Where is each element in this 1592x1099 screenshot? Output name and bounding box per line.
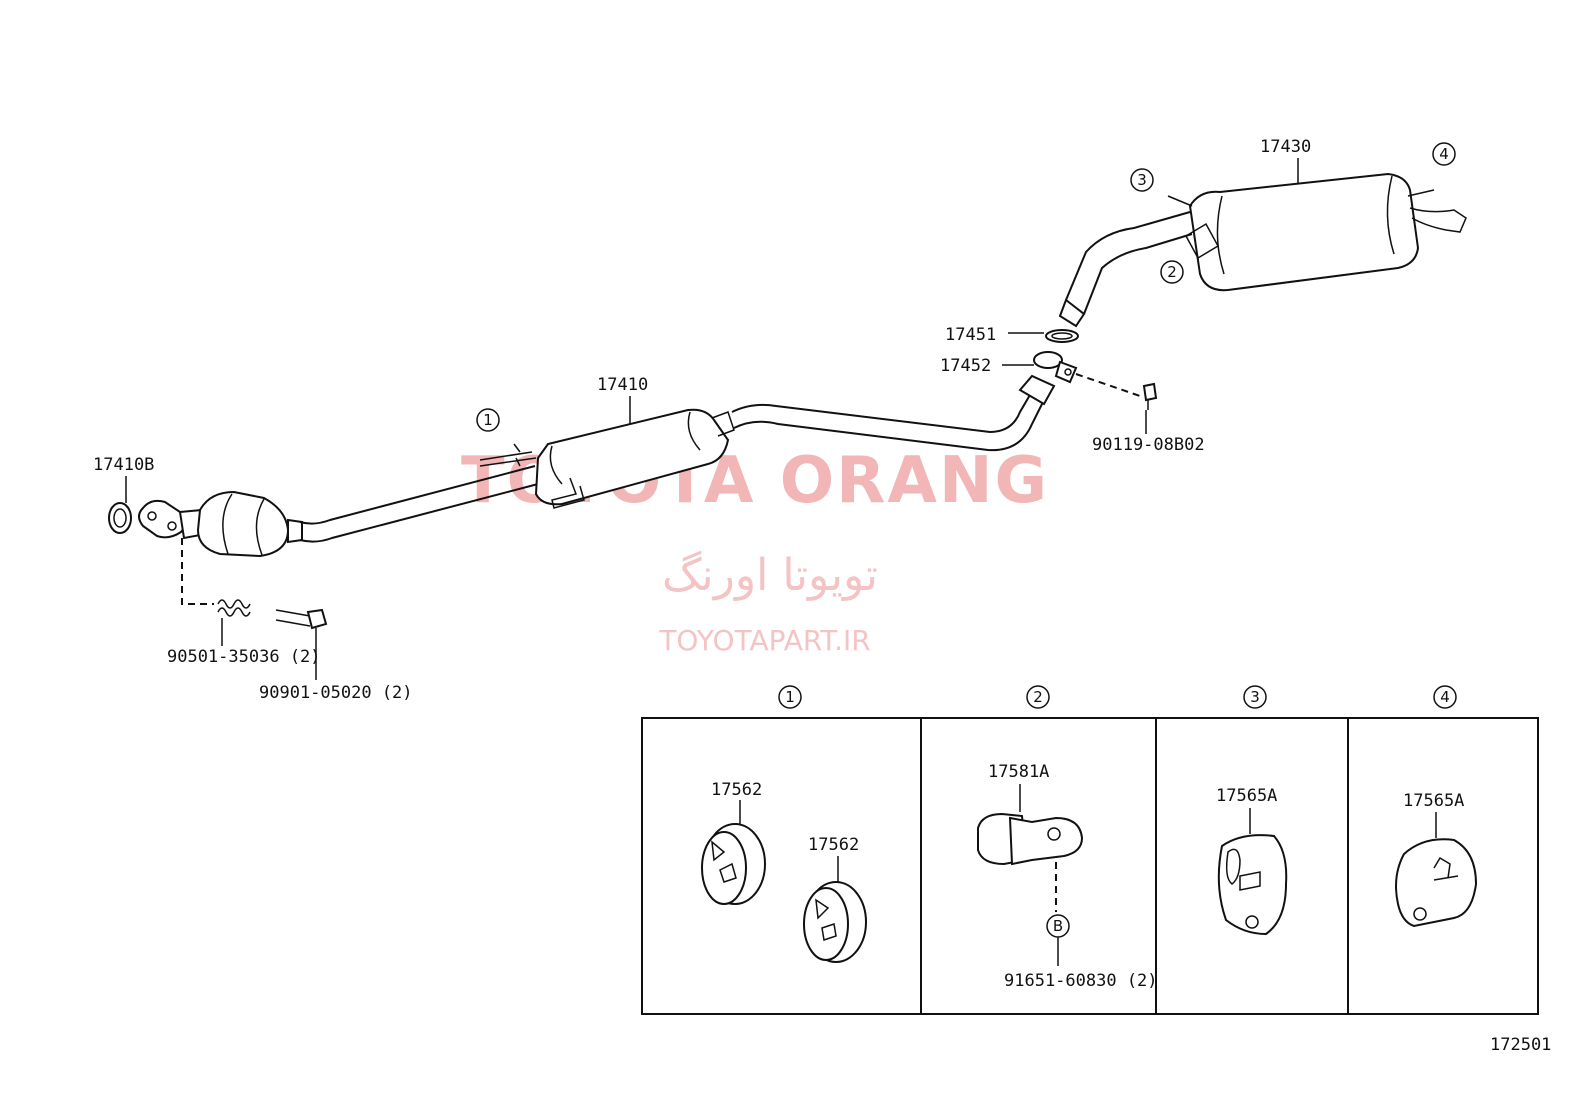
detail-1-label-a: 17562 bbox=[711, 780, 762, 800]
front-gasket-drawing bbox=[108, 476, 132, 534]
hanger-rubber-a-drawing bbox=[701, 823, 766, 905]
catalytic-converter-drawing bbox=[138, 490, 303, 558]
clamp-drawing bbox=[1033, 329, 1079, 384]
label-17452: 17452 bbox=[940, 356, 991, 376]
svg-text:4: 4 bbox=[1439, 145, 1449, 163]
front-bolt-drawing bbox=[275, 608, 328, 630]
center-muffler-drawing bbox=[534, 408, 735, 509]
detail-callout-3: 3 bbox=[1243, 685, 1267, 709]
label-17451: 17451 bbox=[945, 325, 996, 345]
detail-1-label-b: 17562 bbox=[808, 835, 859, 855]
callout-1-main: 1 bbox=[476, 408, 500, 432]
clamp-bolt-drawing bbox=[1142, 382, 1158, 410]
label-17410b: 17410B bbox=[93, 455, 154, 475]
detail-2-label: 17581A bbox=[988, 762, 1049, 782]
watermark-site: TOYOTAPART.IR bbox=[658, 624, 870, 657]
callout-3-main: 3 bbox=[1130, 168, 1154, 192]
watermark-brand-fa: تویوتا اورنگ bbox=[662, 550, 878, 601]
detail-sub-callout-b: B bbox=[1046, 914, 1070, 938]
hanger-1-drawing bbox=[479, 443, 537, 467]
hanger-rubber-d-drawing bbox=[1395, 838, 1478, 928]
insulator-drawing bbox=[977, 812, 1084, 866]
label-17430: 17430 bbox=[1260, 137, 1311, 157]
detail-2-sub-label: 91651-60830 (2) bbox=[1004, 971, 1158, 991]
rear-pipe-drawing bbox=[731, 374, 1056, 452]
detail-callout-2: 2 bbox=[1026, 685, 1050, 709]
svg-text:4: 4 bbox=[1440, 688, 1450, 706]
svg-text:3: 3 bbox=[1250, 688, 1260, 706]
hanger-rubber-b-drawing bbox=[803, 881, 867, 963]
diagram-reference: 172501 bbox=[1490, 1035, 1551, 1055]
detail-4-label: 17565A bbox=[1403, 791, 1464, 811]
svg-text:2: 2 bbox=[1033, 688, 1043, 706]
svg-text:1: 1 bbox=[483, 411, 493, 429]
rear-muffler-drawing bbox=[1058, 172, 1467, 328]
spring-drawing bbox=[217, 599, 251, 617]
svg-text:3: 3 bbox=[1137, 171, 1147, 189]
hanger-rubber-c-drawing bbox=[1217, 834, 1288, 936]
svg-text:1: 1 bbox=[785, 688, 795, 706]
label-90901-05020: 90901-05020 (2) bbox=[259, 683, 413, 703]
svg-text:2: 2 bbox=[1167, 263, 1177, 281]
label-17410: 17410 bbox=[597, 375, 648, 395]
callout-2-main: 2 bbox=[1160, 260, 1184, 284]
svg-text:B: B bbox=[1053, 917, 1063, 935]
detail-3-label: 17565A bbox=[1216, 786, 1277, 806]
callout-4-main: 4 bbox=[1432, 142, 1456, 166]
detail-callout-4: 4 bbox=[1433, 685, 1457, 709]
detail-table bbox=[641, 717, 1539, 1015]
label-90119-08b02: 90119-08B02 bbox=[1092, 435, 1205, 455]
intermediate-pipe-drawing bbox=[299, 465, 539, 543]
detail-callout-1: 1 bbox=[778, 685, 802, 709]
label-90501-35036: 90501-35036 (2) bbox=[167, 647, 321, 667]
